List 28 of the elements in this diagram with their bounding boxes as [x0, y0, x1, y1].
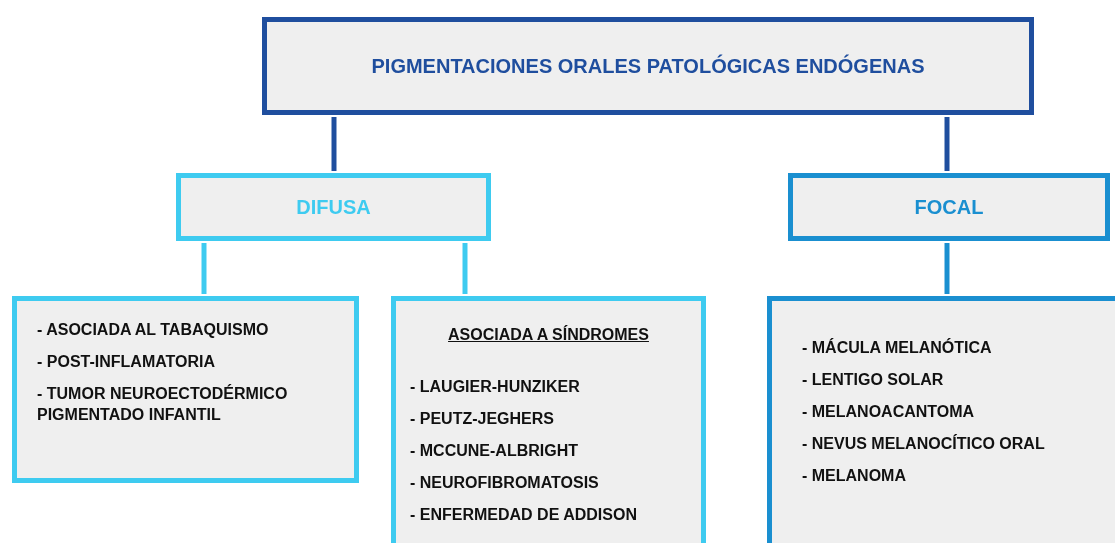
category-box — [262, 17, 1034, 115]
connector-line — [944, 243, 950, 294]
connector-line — [331, 117, 337, 171]
list-item: - MÁCULA MELANÓTICA — [802, 337, 993, 358]
category-box — [176, 173, 491, 241]
box-title: DIFUSA — [296, 195, 371, 220]
list-item: - MELANOACANTOMA — [802, 402, 976, 422]
list-item: - PEUTZ-JEGHERS — [410, 409, 555, 429]
list-item: - LENTIGO SOLAR — [802, 370, 945, 390]
box-title: PIGMENTACIONES ORALES PATOLÓGICAS ENDÓGENAS — [371, 53, 925, 79]
list-box — [767, 296, 1115, 543]
list-item: - POST-INFLAMATORIA — [37, 352, 217, 372]
list-heading: ASOCIADA A SÍNDROMES — [448, 324, 649, 345]
category-box — [788, 173, 1110, 241]
connector-line — [201, 243, 207, 294]
list-box — [391, 296, 706, 543]
list-box — [12, 296, 359, 483]
connector-line — [944, 117, 950, 171]
list-item: - MCCUNE-ALBRIGHT — [410, 441, 579, 461]
list-item: - LAUGIER-HUNZIKER — [410, 377, 581, 397]
list-item: - ASOCIADA AL TABAQUISMO — [37, 320, 270, 340]
connector-line — [462, 243, 468, 294]
list-item: - NEVUS MELANOCÍTICO ORAL — [802, 433, 1046, 454]
list-item: - TUMOR NEUROECTODÉRMICO PIGMENTADO INFANTIL — [37, 383, 289, 425]
list-item: - ENFERMEDAD DE ADDISON — [410, 505, 638, 525]
list-item: - NEUROFIBROMATOSIS — [410, 473, 600, 493]
box-title: FOCAL — [914, 195, 984, 220]
list-item: - MELANOMA — [802, 466, 907, 486]
